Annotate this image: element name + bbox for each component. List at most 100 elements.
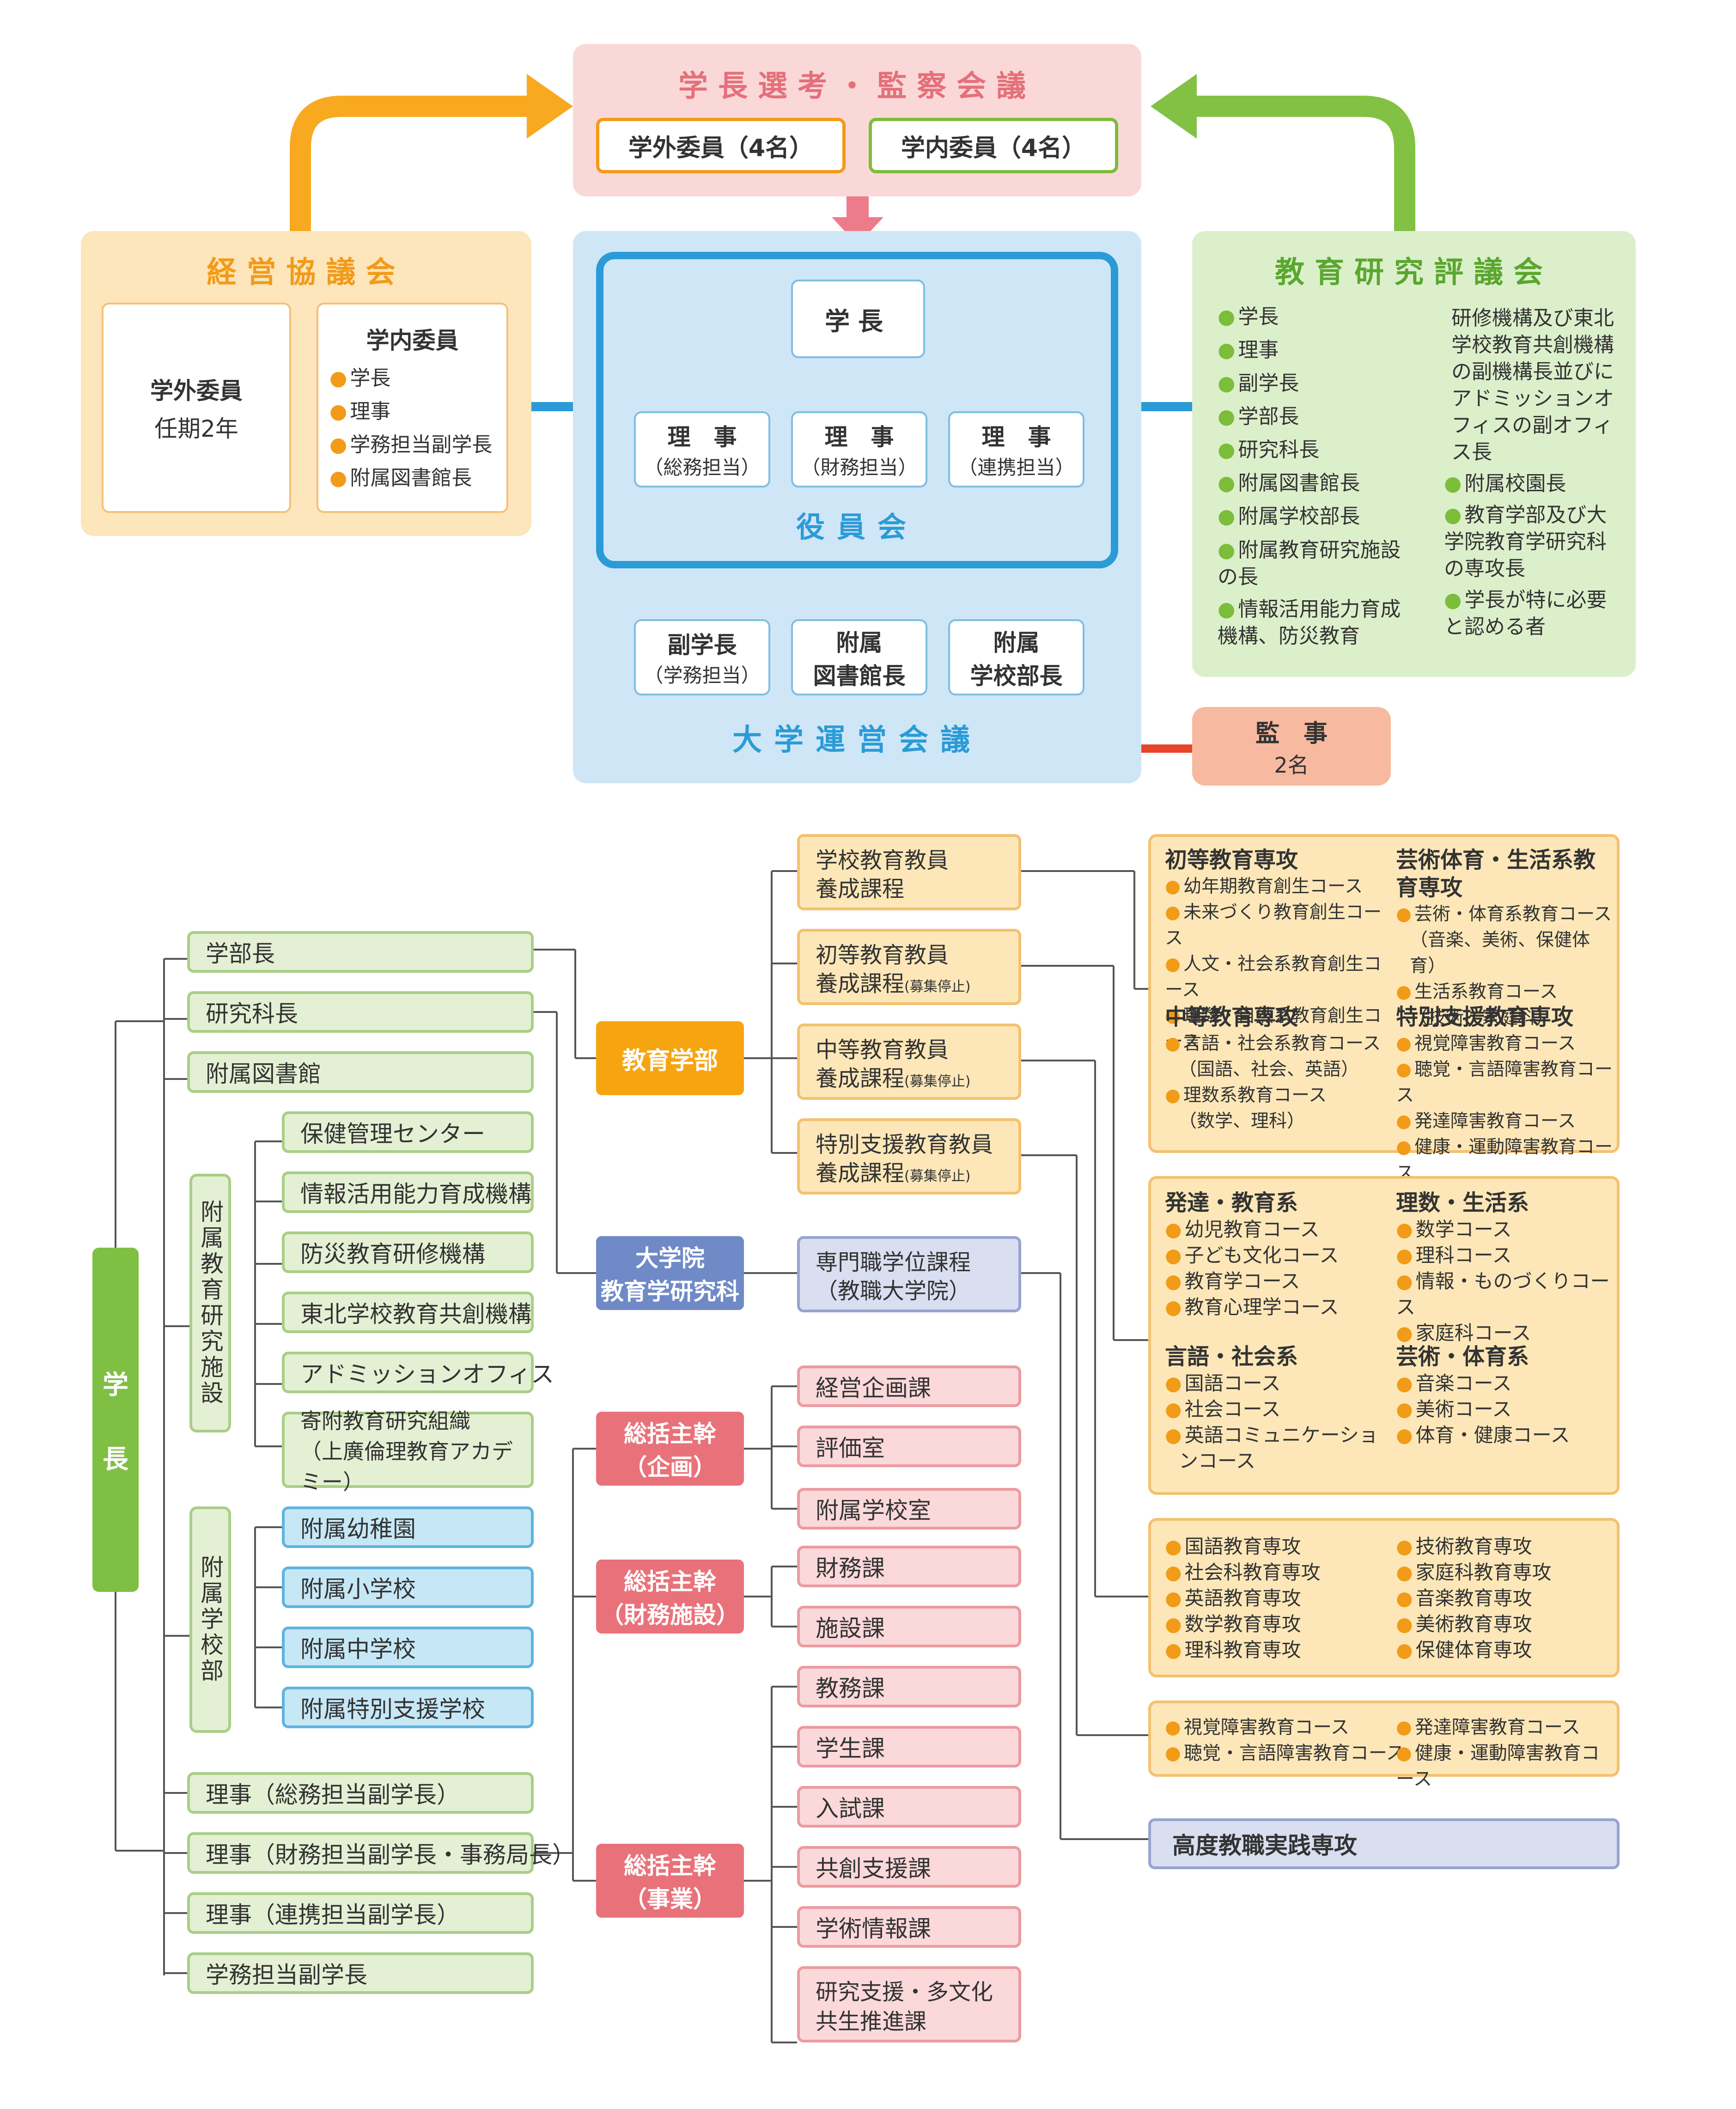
course-item: 幼児教育コース <box>1165 1217 1396 1243</box>
research-facilities-label-text: 附属教育研究施設 <box>197 1200 224 1407</box>
course-item-note: （数学、理科） <box>1179 1111 1305 1132</box>
office-item: 研究支援・多文化 共生推進課 <box>797 1966 1021 2042</box>
course-item: 芸術・体育系教育コース <box>1396 902 1613 927</box>
library-director-box: 附属 図書館長 <box>791 619 927 695</box>
graduate-school: 大学院 教育学研究科 <box>596 1236 744 1310</box>
council-member: 研究科長 <box>1218 433 1416 467</box>
attached-school-item: 附属幼稚園 <box>282 1506 534 1548</box>
grad-dean-box: 研究科長 <box>187 991 534 1033</box>
course-item: 美術コース <box>1396 1396 1613 1422</box>
council-member: 学長が特に必要と認める者 <box>1444 587 1620 640</box>
director-sub: （総務担当） <box>644 456 761 479</box>
course-line: 養成課程 <box>816 876 905 902</box>
arts-major: 芸術体育・生活系教育専攻 芸術・体育系教育コース （音楽、美術、保健体育） 生活… <box>1396 846 1613 1031</box>
library-director-l1: 附属 <box>836 629 883 656</box>
special-support-left: 視覚障害教育コース 聴覚・言語障害教育コース <box>1165 1714 1405 1766</box>
attached-school-item: 附属特別支援学校 <box>282 1687 534 1728</box>
course-item: 視覚障害教育コース <box>1165 1714 1405 1740</box>
general-manager-line: （事業） <box>624 1886 716 1913</box>
research-facility-item: アドミッションオフィス <box>282 1352 554 1393</box>
donation-line: 寄附教育研究組織 <box>300 1408 470 1433</box>
course-box: 特別支援教育教員 養成課程(募集停止) <box>797 1118 1021 1195</box>
office-item: 経営企画課 <box>797 1365 1021 1407</box>
auditor-count: 2名 <box>1274 752 1309 778</box>
auditor-box: 監 事 2名 <box>1192 707 1391 786</box>
research-facility-item: 情報活用能力育成機構 <box>282 1171 534 1213</box>
course-item: 数学コース <box>1396 1217 1613 1243</box>
graduate-school-line: 大学院 <box>635 1245 705 1272</box>
management-council: 経営協議会 学外委員 任期2年 学内委員 学長 理事 学務担当副学長 附属図書館… <box>81 231 531 536</box>
director-item: 理事（総務担当副学長） <box>187 1772 534 1814</box>
special-support-right: 発達障害教育コース 健康・運動障害教育コース <box>1396 1714 1617 1792</box>
major-title: 芸術体育・生活系教育専攻 <box>1396 847 1596 901</box>
course-item: 人文・社会系教育創生コース <box>1165 951 1396 1003</box>
general-manager-line: （企画） <box>624 1454 716 1481</box>
special-support-major: 特別支援教育専攻 視覚障害教育コース 聴覚・言語障害教育コース 発達障害教育コー… <box>1396 1003 1613 1186</box>
library-director-l2: 図書館長 <box>813 662 906 689</box>
external-members-box: 学外委員（4名） <box>596 118 846 173</box>
course-item: 聴覚・言語障害教育コース <box>1165 1740 1405 1766</box>
office-item: 学生課 <box>797 1726 1021 1768</box>
director-box: 理 事 （連携担当） <box>948 411 1084 488</box>
major-item: 家庭科教育専攻 <box>1396 1560 1552 1585</box>
major-item: 技術教育専攻 <box>1396 1534 1552 1560</box>
school-division-label-text: 附属学校部 <box>197 1555 224 1684</box>
vice-president-box: 副学長 （学務担当） <box>634 619 770 695</box>
major-item: 理科教育専攻 <box>1165 1637 1321 1663</box>
operations-council-title: 大学運営会議 <box>732 723 982 757</box>
recruitment-suspended-note: (募集停止) <box>904 1073 971 1090</box>
course-line: 特別支援教育教員 <box>816 1132 993 1158</box>
research-facilities-label: 附属教育研究施設 <box>189 1174 231 1432</box>
course-item: 家庭科コース <box>1396 1320 1613 1346</box>
major-title: 中等教育専攻 <box>1165 1004 1298 1030</box>
director-sub: （連携担当） <box>958 456 1075 479</box>
school-director-l2: 学校部長 <box>970 662 1063 689</box>
selection-council-title: 学長選考・監察会議 <box>678 69 1036 104</box>
course-item: 子ども文化コース <box>1165 1243 1396 1268</box>
office-item: 共創支援課 <box>797 1846 1021 1888</box>
course-item-note: （音楽、美術、保健体育） <box>1410 930 1590 976</box>
major-item: 美術教育専攻 <box>1396 1611 1552 1637</box>
school-director-box: 附属 学校部長 <box>948 619 1084 695</box>
council-member: 教育学部及び大学院教育学研究科の専攻長 <box>1444 502 1620 582</box>
orange-arrow-head <box>527 74 573 139</box>
course-item: 国語コース <box>1165 1371 1396 1396</box>
research-facility-item: 東北学校教育共創機構 <box>282 1292 534 1333</box>
management-council-title: 経営協議会 <box>207 256 406 290</box>
major-title: 初等教育専攻 <box>1165 847 1298 873</box>
general-manager-line: 総括主幹 <box>624 1420 716 1447</box>
council-member: 情報活用能力育成機構、防災教育 <box>1218 596 1416 650</box>
bottom-connectors <box>115 870 1148 2043</box>
director-item: 理事（財務担当副学長・事務局長） <box>187 1832 575 1874</box>
language-social-group: 言語・社会系 国語コース 社会コース 英語コミュニケーショ ンコース <box>1165 1343 1396 1474</box>
office-item: 施設課 <box>797 1606 1021 1647</box>
course-item: 視覚障害教育コース <box>1396 1031 1613 1057</box>
general-manager-line: 総括主幹 <box>624 1568 716 1595</box>
president-bar: 学 長 <box>92 1248 139 1592</box>
school-director-l1: 附属 <box>993 629 1040 656</box>
course-item: 理数系教育コース <box>1165 1083 1396 1109</box>
course-item: 体育・健康コース <box>1396 1422 1613 1448</box>
faculty-of-education: 教育学部 <box>596 1021 744 1095</box>
auditor-title: 監 事 <box>1255 719 1328 748</box>
course-item: 音楽コース <box>1396 1371 1613 1396</box>
major-item: 国語教育専攻 <box>1165 1534 1321 1560</box>
director-sub: （財務担当） <box>801 456 918 479</box>
course-item: 発達障害教育コース <box>1396 1714 1617 1740</box>
course-item: 幼年期教育創生コース <box>1165 874 1396 900</box>
course-line: 初等教育教員 <box>816 942 949 968</box>
majors-box-old-curriculum: 発達・教育系 幼児教育コース 子ども文化コース 教育学コース 教育心理学コース … <box>1148 1176 1620 1495</box>
council-member: 附属教育研究施設の長 <box>1218 537 1416 591</box>
president-bar-char: 学 <box>103 1370 128 1400</box>
research-facility-item: 保健管理センター <box>282 1111 534 1153</box>
donation-organization-box: 寄附教育研究組織 （上廣倫理教育アカデミー） <box>282 1408 534 1494</box>
office-item: 評価室 <box>797 1426 1021 1467</box>
course-item: 情報・ものづくりコース <box>1396 1268 1613 1320</box>
course-item: 社会コース <box>1165 1396 1396 1422</box>
general-manager-line: 総括主幹 <box>624 1853 716 1879</box>
office-item: 学術情報課 <box>797 1906 1021 1948</box>
internal-members-title: 学内委員 <box>366 327 459 354</box>
major-title: 理数・生活系 <box>1396 1190 1529 1216</box>
office-item: 附属学校室 <box>797 1488 1021 1530</box>
education-council-left-list: 学長 理事 副学長 学部長 研究科長 附属図書館長 附属学校部長 附属教育研究施… <box>1218 300 1416 650</box>
